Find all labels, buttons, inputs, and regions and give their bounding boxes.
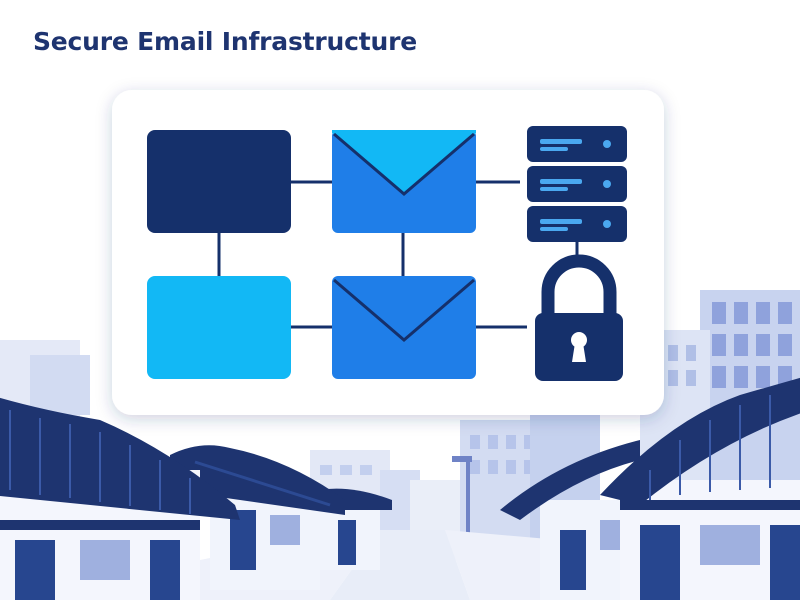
envelope-bottom-icon — [332, 276, 476, 379]
traditional-houses-right — [500, 377, 800, 600]
street — [330, 530, 470, 600]
node-block-light — [147, 276, 291, 379]
connectors — [217, 180, 579, 329]
page-title: Secure Email Infrastructure — [33, 27, 417, 56]
traditional-houses-left — [0, 397, 392, 600]
server-icon — [527, 126, 627, 242]
envelope-top-icon — [332, 130, 476, 233]
node-block-dark — [147, 130, 291, 233]
lock-icon — [535, 254, 623, 381]
